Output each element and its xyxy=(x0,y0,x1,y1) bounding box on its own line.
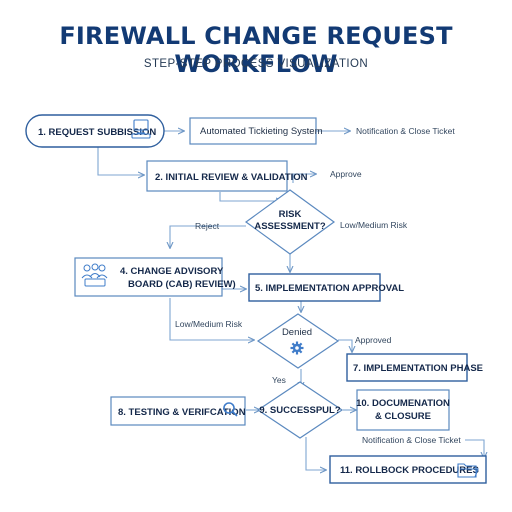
node-implementation-approval-label: 5. IMPLEMENTATION APPROVAL xyxy=(255,283,404,294)
node-testing-verification-label: 8. TESTING & VERIFCATION xyxy=(118,407,246,418)
edge-denied-to-7 xyxy=(338,339,352,352)
folder-icon xyxy=(457,463,479,478)
edge-notify-return xyxy=(465,439,484,458)
node-implementation-phase-label: 7. IMPLEMENTATION PHASE xyxy=(353,363,483,374)
node-documentation xyxy=(356,389,450,431)
edge-approve xyxy=(292,174,316,183)
node-cab-review-line2: BOARD (CAB) REVIEW) xyxy=(128,279,236,290)
edge-label-approved: Approved xyxy=(355,335,392,345)
gear-icon xyxy=(290,341,304,355)
edge-label-yes: Yes xyxy=(272,375,286,385)
edge-2-to-risk xyxy=(219,192,282,201)
page-title: FIREWALL CHANGE REQUEST WORKFLOW xyxy=(59,22,453,78)
edge-label-low-medium-1: Low/Medium Risk xyxy=(340,220,408,230)
node-initial-review xyxy=(146,160,288,192)
node-successful-label: 9. SUCCESSPUL? xyxy=(259,405,340,416)
people-icon xyxy=(81,263,108,287)
edge-label-low-medium-2: Low/Medium Risk xyxy=(175,319,243,329)
edge-success-to-rollback xyxy=(305,437,326,470)
edge-label-approve: Approve xyxy=(330,169,362,179)
notify-close-2: Notification & Close Ticket xyxy=(362,435,461,445)
node-testing-verification xyxy=(110,396,246,426)
computer-icon xyxy=(131,119,151,139)
node-automated-ticketing-label: Automated Tickieting System xyxy=(200,126,323,137)
node-initial-review-label: 2. INITIAL REVIEW & VALIDATION xyxy=(155,172,308,183)
edge-low-medium-2 xyxy=(169,298,254,340)
edge-label-reject: Reject xyxy=(195,221,220,231)
node-request-submission xyxy=(25,114,165,148)
node-implementation-phase xyxy=(346,353,468,382)
edge-1-to-2 xyxy=(97,147,144,175)
node-successful xyxy=(256,381,344,439)
node-documentation-line2: & CLOSURE xyxy=(375,411,431,422)
node-risk-assessment xyxy=(244,189,336,255)
node-risk-assessment-line1: RISK xyxy=(279,209,302,220)
node-risk-assessment-line2: ASSESSMENT? xyxy=(254,221,325,232)
edge-reject xyxy=(170,225,246,248)
connectors xyxy=(97,131,484,470)
node-automated-ticketing xyxy=(189,117,317,145)
node-rollback-label: 11. ROLLBOCK PROCEDURES xyxy=(340,465,479,476)
node-request-submission-label: 1. REQUEST SUBBISSION xyxy=(38,127,156,138)
magnifier-icon xyxy=(223,402,238,417)
node-denied-label: Denied xyxy=(282,327,312,338)
node-cab-review xyxy=(74,257,223,297)
node-cab-review-line1: 4. CHANGE ADVISORY xyxy=(120,266,224,277)
notify-close-1: Notification & Close Ticket xyxy=(356,126,455,136)
page-subtitle: STEP-STEP PROCESS VISUALIZATION xyxy=(143,58,369,70)
node-documentation-line1: 10. DOCUMENATION xyxy=(356,398,450,409)
node-denied xyxy=(256,313,340,369)
node-implementation-approval xyxy=(248,273,381,302)
